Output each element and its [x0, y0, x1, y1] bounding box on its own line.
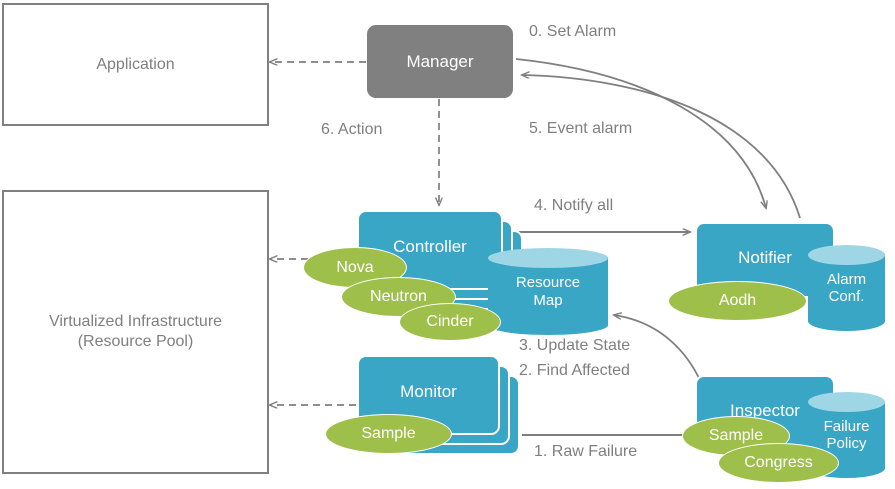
manager-box[interactable]: Manager	[367, 25, 513, 98]
application-box: Application	[2, 3, 269, 126]
plugin-nova-label: Nova	[336, 258, 374, 276]
cylinder-body	[808, 254, 885, 322]
failure-policy-line1: Failure	[823, 417, 870, 435]
infrastructure-label-line1: Virtualized Infrastructure	[48, 313, 223, 330]
cylinder-top	[808, 245, 885, 265]
plugin-congress-label: Congress	[744, 454, 813, 471]
plugin-neutron-label: Neutron	[370, 288, 427, 305]
plugin-congress[interactable]: Congress	[718, 443, 839, 483]
failure-policy-label: Failure Policy	[824, 418, 870, 453]
plugin-aodh-label: Aodh	[718, 292, 757, 309]
notifier-label: Notifier	[738, 248, 792, 267]
alarm-conf-line2: Conf.	[828, 288, 865, 305]
cylinder-top	[808, 392, 885, 412]
alarm-conf-label: Alarm Conf.	[827, 271, 866, 306]
plugin-cinder-label: Cinder	[426, 313, 474, 330]
plugin-cinder[interactable]: Cinder	[399, 303, 501, 341]
cylinder-body	[488, 257, 608, 326]
arrow-event-alarm	[522, 75, 801, 219]
plugin-inspector-sample-label: Sample	[708, 427, 764, 444]
alarm-conf-line1: Alarm	[826, 270, 867, 288]
failure-policy-line2: Policy	[826, 435, 867, 452]
failure-policy-cylinder[interactable]: Failure Policy	[808, 392, 885, 478]
flow-label-step5: 5. Event alarm	[529, 120, 633, 137]
flow-label-step6: 6. Action	[321, 121, 383, 138]
flow-label-step3: 3. Update State	[519, 337, 631, 354]
infrastructure-box: Virtualized Infrastructure (Resource Poo…	[2, 190, 269, 474]
application-label: Application	[96, 55, 175, 73]
infrastructure-label-line2: (Resource Pool)	[77, 333, 194, 350]
manager-label: Manager	[406, 51, 474, 71]
plugin-nova[interactable]: Nova	[303, 247, 407, 288]
plugin-monitor-sample[interactable]: Sample	[325, 414, 452, 454]
arrow-set-alarm	[515, 58, 766, 208]
monitor-label: Monitor	[400, 382, 457, 401]
resource-map-label: Resource Map	[516, 274, 580, 309]
flow-label-step1: 1. Raw Failure	[534, 443, 638, 460]
flow-label-step0: 0. Set Alarm	[529, 23, 617, 40]
flow-label-step2: 2. Find Affected	[519, 362, 630, 379]
inspector-label: Inspector	[730, 401, 800, 420]
alarm-conf-cylinder[interactable]: Alarm Conf.	[808, 245, 885, 331]
resource-map-line2: Map	[533, 291, 563, 309]
flow-label-step4: 4. Notify all	[534, 197, 614, 214]
controller-label: Controller	[393, 237, 467, 256]
cylinder-top	[488, 248, 608, 268]
plugin-monitor-sample-label: Sample	[361, 425, 416, 442]
plugin-aodh[interactable]: Aodh	[668, 281, 807, 321]
resource-map-line1: Resource	[515, 274, 581, 292]
resource-map-cylinder[interactable]: Resource Map	[488, 248, 608, 335]
